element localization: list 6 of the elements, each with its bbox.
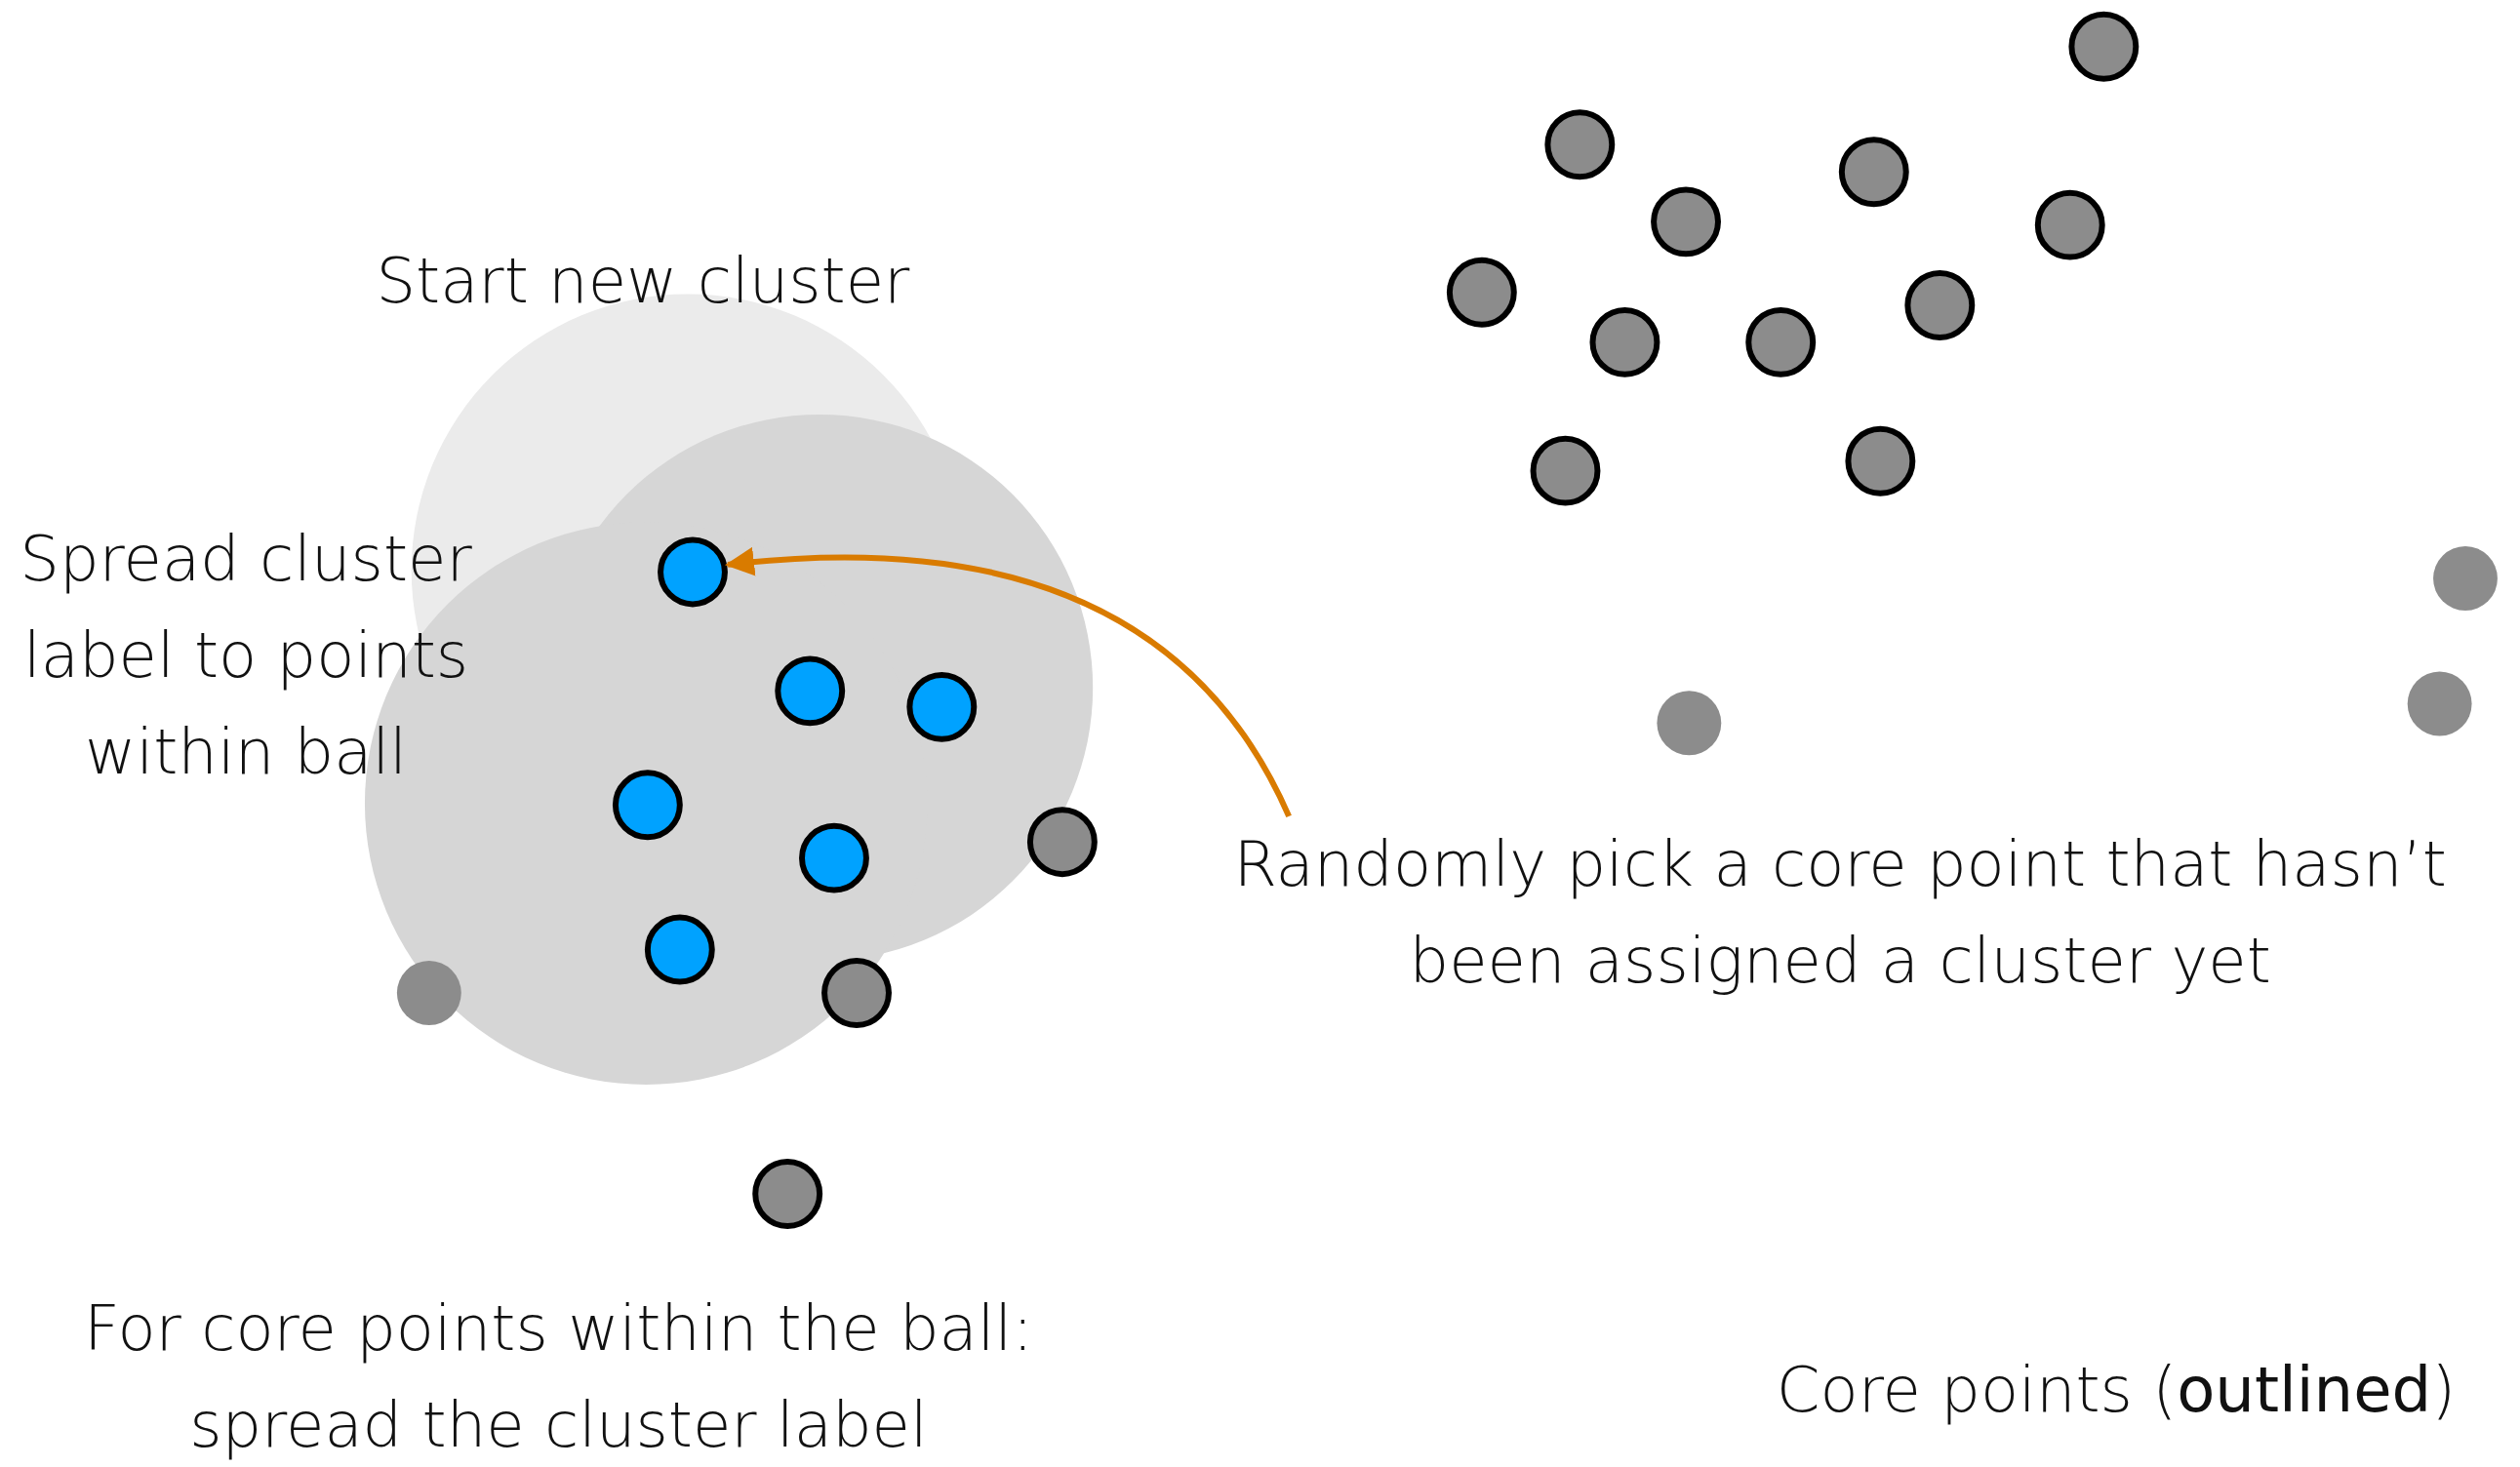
step-annotation: Randomly pick a core point that hasn’t been assigned a cluster yet <box>1173 815 2507 1010</box>
step-caption: Start new cluster <box>375 243 911 319</box>
curved-arrow <box>725 547 1292 818</box>
note-text: Core points (outlined) <box>1775 1352 2457 1428</box>
step-caption: For core points within the ball: spread the cluster label <box>82 1290 1034 1463</box>
step-caption: Spread cluster label to points within ball <box>19 521 473 790</box>
